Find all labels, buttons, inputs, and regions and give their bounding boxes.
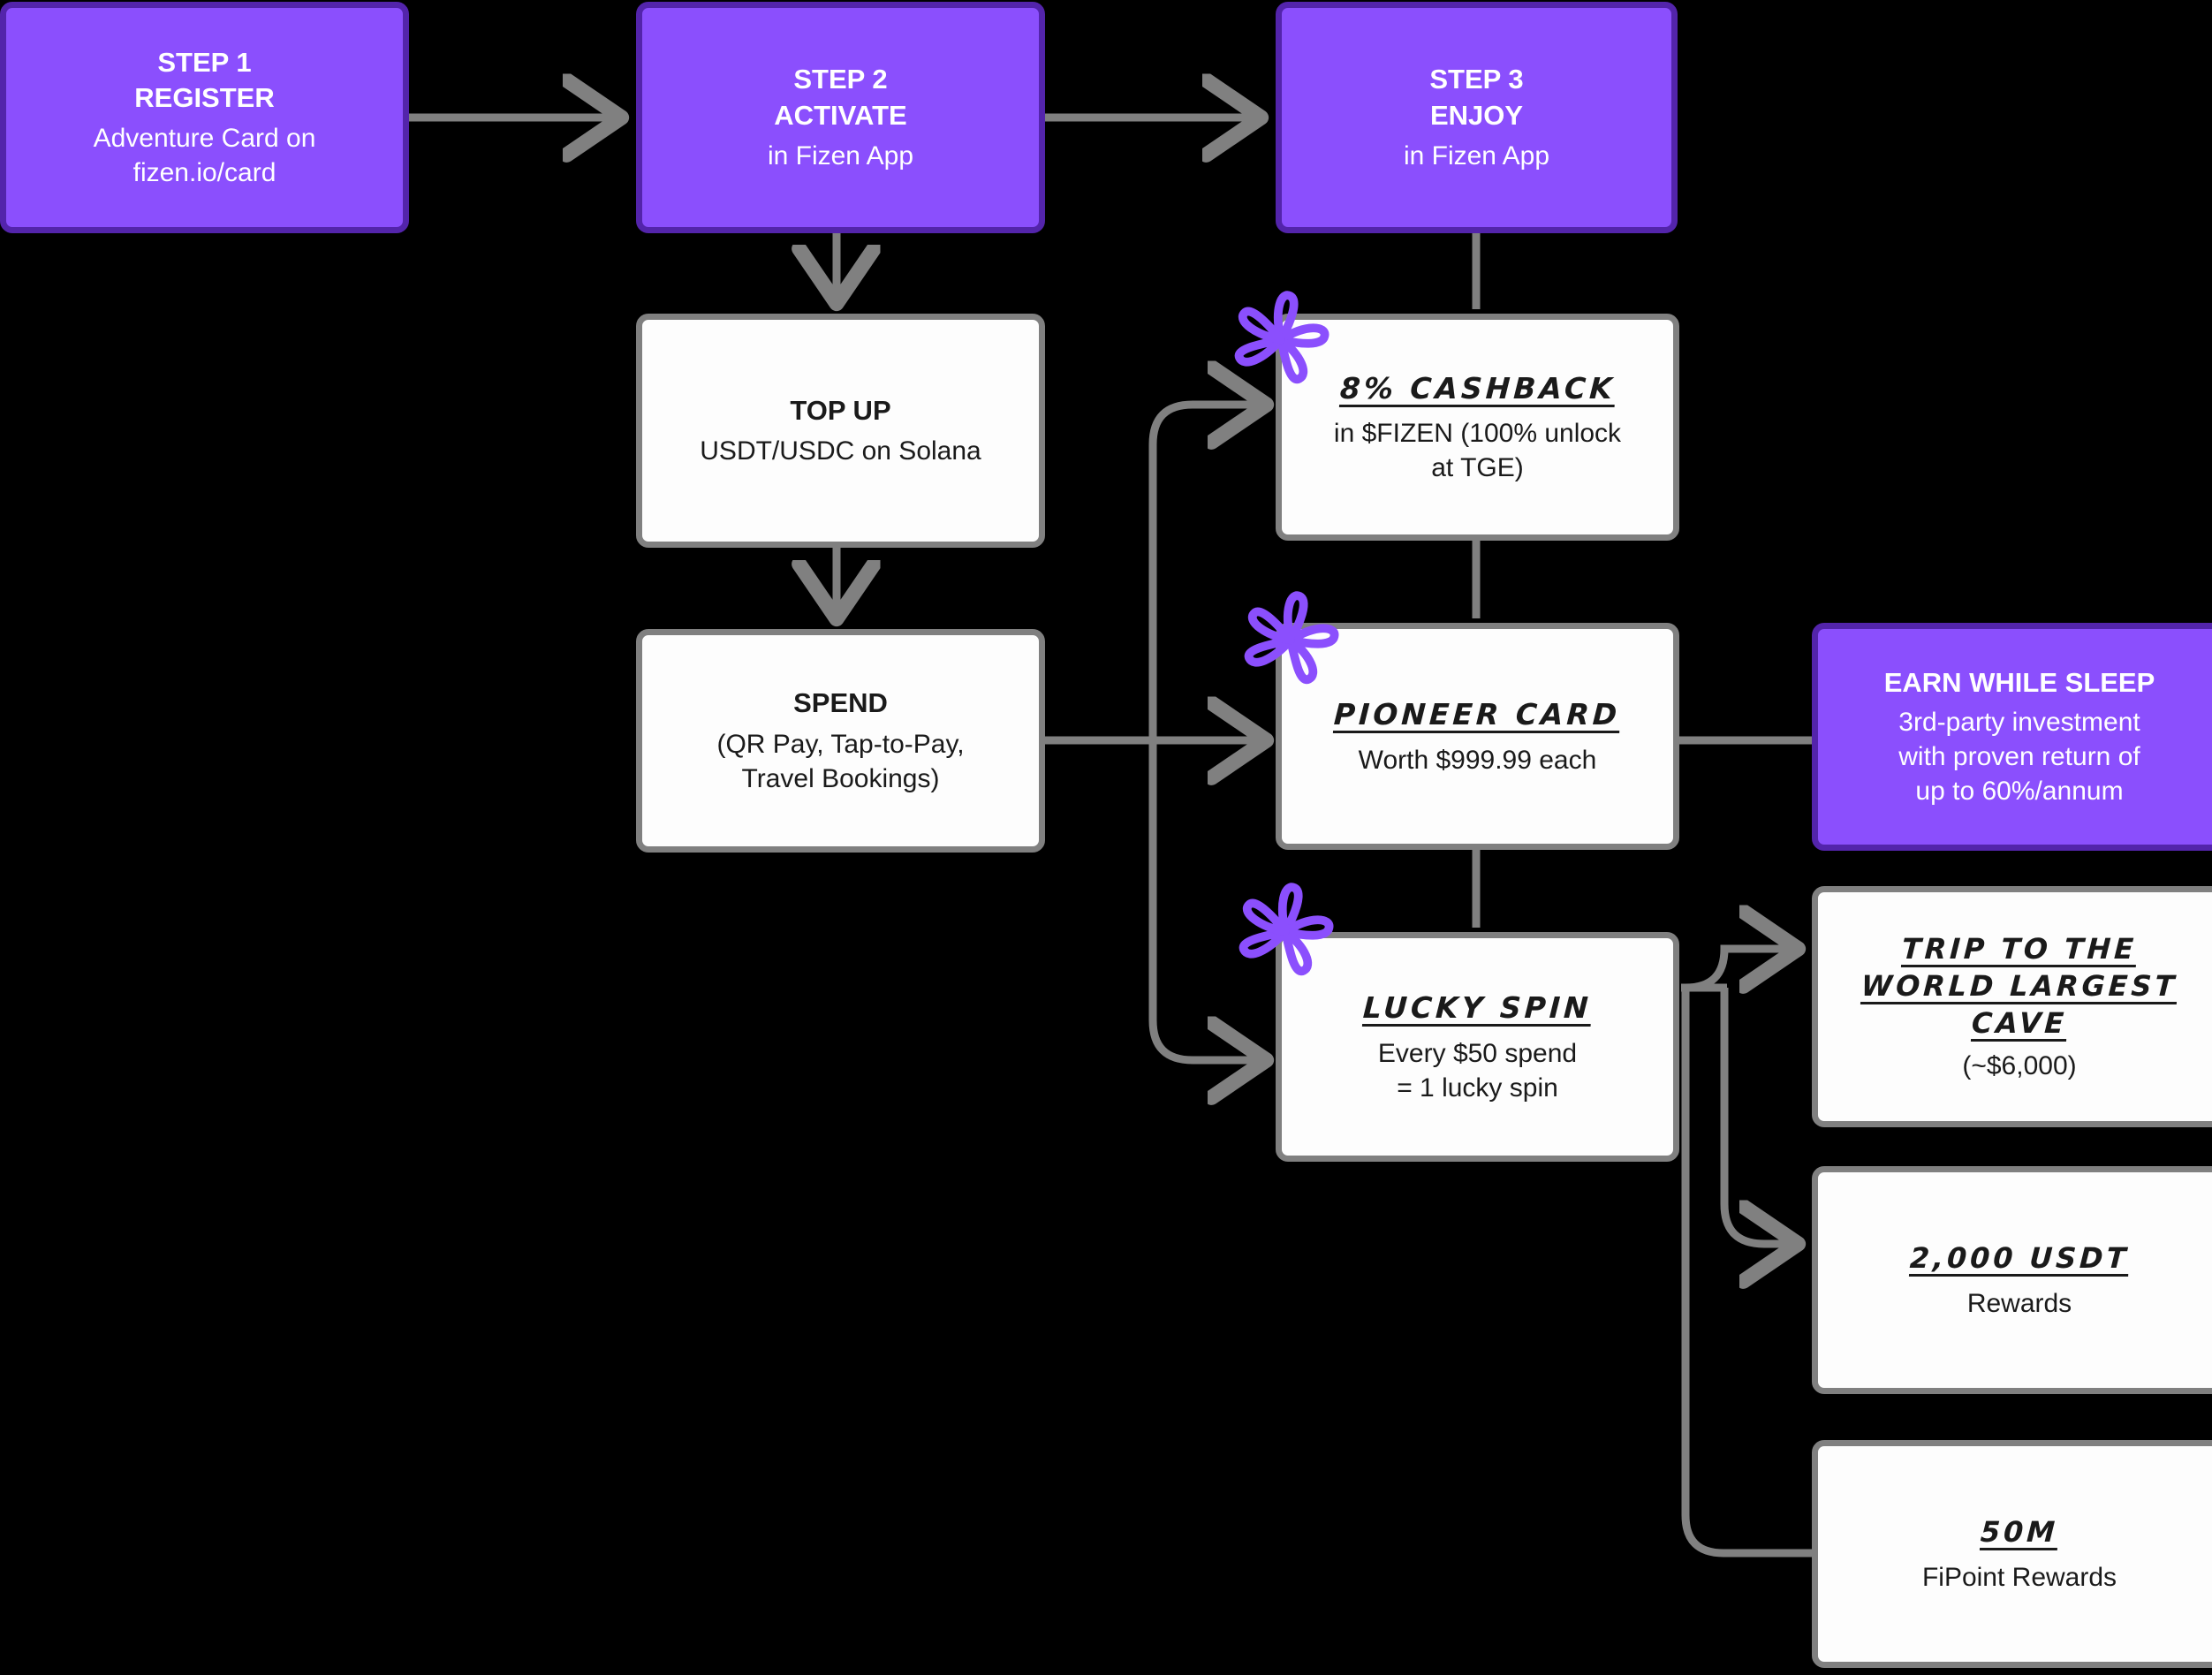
usdt-line-1: Rewards (1966, 1288, 2072, 1318)
trip-headline-line-3: CAVE (1970, 1006, 2069, 1041)
node-fipoint-prize[interactable]: 50M FiPoint Rewards (1812, 1440, 2212, 1668)
cashback-headline: 8% CASHBACK (1338, 370, 1617, 405)
step3-line-1: in Fizen App (1403, 140, 1550, 171)
fipoint-headline: 50M (1980, 1515, 2059, 1550)
earn-line-1: 3rd-party investment (1898, 707, 2140, 737)
node-step-1[interactable]: STEP 1 REGISTER Adventure Card on fizen.… (0, 2, 409, 233)
step3-eyebrow: STEP 3 (1429, 64, 1524, 95)
line-luckyspin-to-fipoint (1681, 988, 1815, 1558)
node-trip-prize[interactable]: TRIP TO THE WORLD LARGEST CAVE (~$6,000) (1812, 886, 2212, 1127)
node-step-3[interactable]: STEP 3 ENJOY in Fizen App (1276, 2, 1678, 233)
topup-line-1: USDT/USDC on Solana (700, 436, 981, 466)
earn-line-3: up to 60%/annum (1915, 776, 2124, 806)
spend-line-1: (QR Pay, Tap-to-Pay, (716, 729, 965, 759)
flower-doodle-icon-pioneer (1244, 591, 1339, 685)
cashback-line-1: in $FIZEN (100% unlock (1333, 419, 1622, 449)
node-lucky-spin[interactable]: LUCKY SPIN Every $50 spend = 1 lucky spi… (1276, 932, 1679, 1162)
node-pioneer-card[interactable]: PIONEER CARD Worth $999.99 each (1276, 623, 1679, 850)
step2-line-1: in Fizen App (767, 140, 914, 171)
pioneer-line-1: Worth $999.99 each (1358, 745, 1597, 775)
node-earn-while-sleep[interactable]: EARN WHILE SLEEP 3rd-party investment wi… (1812, 623, 2212, 851)
usdt-headline: 2,000 USDT (1908, 1241, 2131, 1276)
trip-line-1: (~$6,000) (1962, 1051, 2077, 1081)
node-top-up[interactable]: TOP UP USDT/USDC on Solana (636, 314, 1045, 548)
fipoint-line-1: FiPoint Rewards (1921, 1562, 2117, 1592)
spend-title: SPEND (793, 687, 888, 719)
step1-title: REGISTER (134, 82, 275, 113)
trip-headline-line-1: TRIP TO THE (1901, 931, 2138, 966)
step2-eyebrow: STEP 2 (793, 64, 888, 95)
step2-title: ACTIVATE (774, 99, 907, 131)
flower-doodle-icon-luckyspin (1239, 883, 1334, 976)
trip-headline-line-2: WORLD LARGEST (1860, 968, 2178, 1003)
arrow-luckyspin-to-usdt (1720, 988, 1795, 1244)
flower-doodle-icon-cashback (1234, 291, 1329, 384)
earn-line-2: with proven return of (1898, 741, 2140, 771)
topup-title: TOP UP (790, 394, 891, 426)
luckyspin-line-1: Every $50 spend (1377, 1038, 1578, 1068)
node-usdt-prize[interactable]: 2,000 USDT Rewards (1812, 1166, 2212, 1394)
node-cashback[interactable]: 8% CASHBACK in $FIZEN (100% unlock at TG… (1276, 314, 1679, 541)
step1-line-2: fizen.io/card (133, 158, 276, 188)
node-spend[interactable]: SPEND (QR Pay, Tap-to-Pay, Travel Bookin… (636, 629, 1045, 853)
cashback-line-2: at TGE) (1431, 453, 1524, 483)
luckyspin-line-2: = 1 lucky spin (1397, 1072, 1558, 1103)
earn-title: EARN WHILE SLEEP (1883, 667, 2155, 699)
pioneer-headline: PIONEER CARD (1333, 697, 1622, 732)
arrow-luckyspin-to-trip (1685, 949, 1795, 988)
spend-line-2: Travel Bookings) (741, 763, 940, 793)
step1-eyebrow: STEP 1 (157, 46, 252, 78)
node-step-2[interactable]: STEP 2 ACTIVATE in Fizen App (636, 2, 1045, 233)
step1-line-1: Adventure Card on (93, 124, 316, 154)
luckyspin-headline: LUCKY SPIN (1362, 990, 1593, 1026)
step3-title: ENJOY (1429, 99, 1524, 131)
